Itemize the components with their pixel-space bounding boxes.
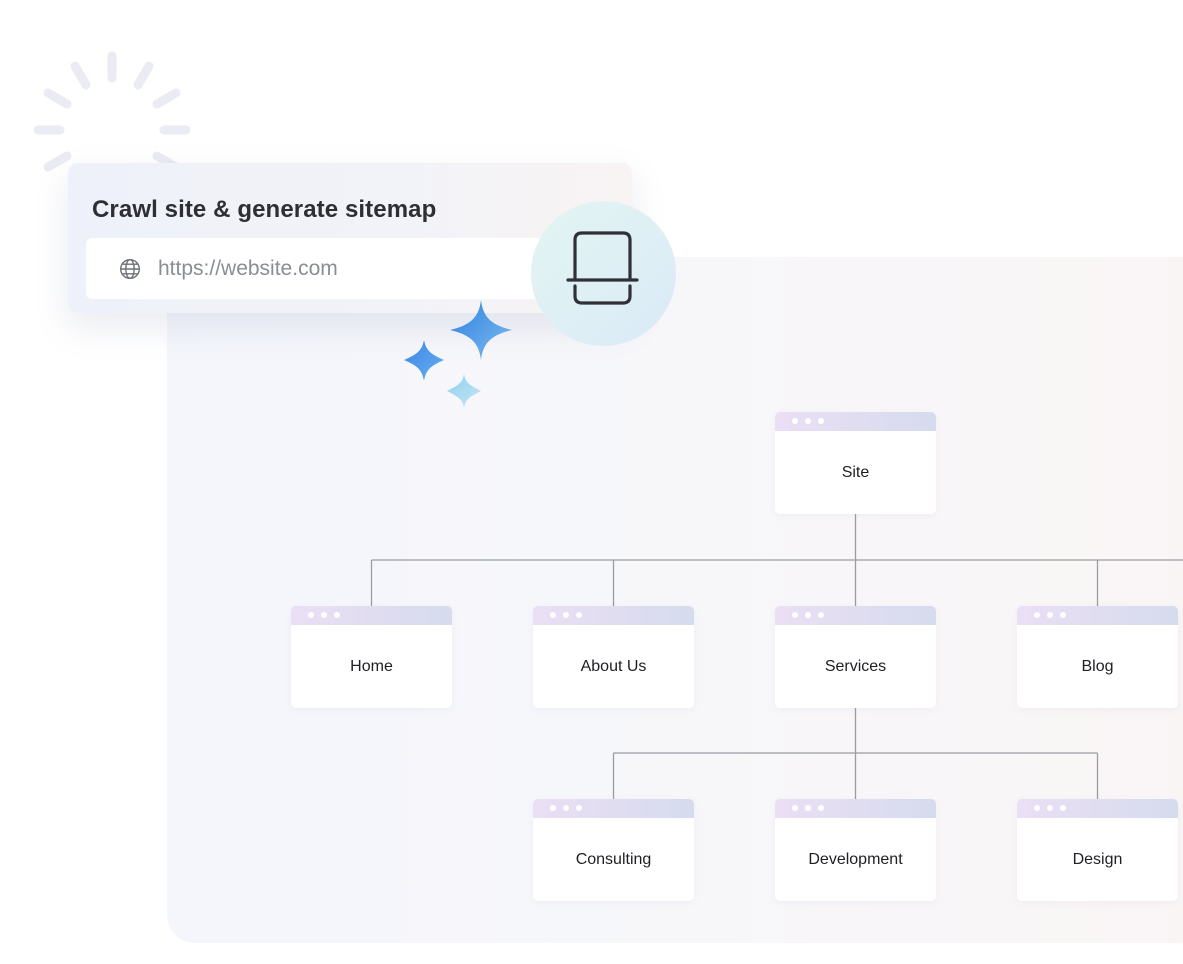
node-label: Home <box>350 658 393 675</box>
window-dot-icon <box>792 612 798 618</box>
window-dot-icon <box>818 612 824 618</box>
node-titlebar <box>775 799 936 818</box>
sitemap-node-home[interactable]: Home <box>291 606 452 708</box>
window-dot-icon <box>576 805 582 811</box>
scan-button[interactable] <box>531 201 676 346</box>
node-titlebar <box>291 606 452 625</box>
window-dot-icon <box>308 612 314 618</box>
node-titlebar <box>775 412 936 431</box>
node-label: Services <box>824 658 887 675</box>
sitemap-node-design[interactable]: Design <box>1017 799 1178 901</box>
sitemap-node-development[interactable]: Development <box>775 799 936 901</box>
window-dot-icon <box>805 805 811 811</box>
window-dot-icon <box>550 805 556 811</box>
node-titlebar <box>775 606 936 625</box>
window-dot-icon <box>1060 612 1066 618</box>
sitemap-node-consulting[interactable]: Consulting <box>533 799 694 901</box>
window-dot-icon <box>563 805 569 811</box>
window-dot-icon <box>1060 805 1066 811</box>
url-input[interactable] <box>158 238 538 299</box>
window-dot-icon <box>334 612 340 618</box>
node-label: Consulting <box>575 851 652 868</box>
crawl-prompt-card: Crawl site & generate sitemap <box>68 163 632 313</box>
window-dot-icon <box>1047 805 1053 811</box>
window-dot-icon <box>576 612 582 618</box>
window-dot-icon <box>1047 612 1053 618</box>
sparkles-icon <box>404 300 512 408</box>
window-dot-icon <box>1034 612 1040 618</box>
node-titlebar <box>533 606 694 625</box>
node-label: About Us <box>580 658 647 675</box>
node-titlebar <box>1017 799 1178 818</box>
sitemap-node-services[interactable]: Services <box>775 606 936 708</box>
window-dot-icon <box>818 805 824 811</box>
node-label: Design <box>1072 851 1123 868</box>
window-dot-icon <box>1034 805 1040 811</box>
window-dot-icon <box>805 418 811 424</box>
globe-icon <box>119 258 141 280</box>
sitemap-node-about-us[interactable]: About Us <box>533 606 694 708</box>
scan-icon <box>566 231 639 305</box>
window-dot-icon <box>805 612 811 618</box>
window-dot-icon <box>792 805 798 811</box>
sitemap-node-blog[interactable]: Blog <box>1017 606 1178 708</box>
node-titlebar <box>1017 606 1178 625</box>
prompt-title: Crawl site & generate sitemap <box>92 196 437 223</box>
window-dot-icon <box>792 418 798 424</box>
node-titlebar <box>533 799 694 818</box>
window-dot-icon <box>321 612 327 618</box>
node-label: Development <box>808 851 903 868</box>
sitemap-node-site[interactable]: Site <box>775 412 936 514</box>
node-label: Site <box>841 464 870 481</box>
window-dot-icon <box>818 418 824 424</box>
window-dot-icon <box>563 612 569 618</box>
url-field[interactable] <box>86 238 560 299</box>
node-label: Blog <box>1081 658 1114 675</box>
window-dot-icon <box>550 612 556 618</box>
